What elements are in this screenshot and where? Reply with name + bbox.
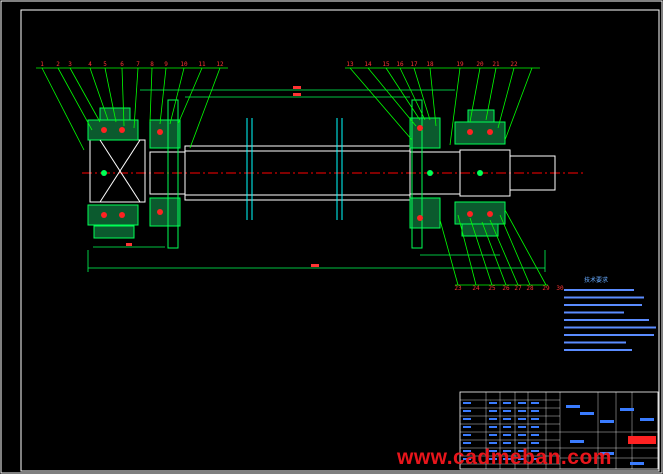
part-number-label: 23	[454, 285, 462, 292]
part-number-label: 1	[40, 61, 44, 68]
part-number-label: 7	[136, 61, 140, 68]
part-number-label: 29	[542, 285, 550, 292]
shaft	[149, 145, 556, 201]
part-number-label: 14	[364, 61, 372, 68]
note-line	[564, 326, 656, 329]
note-line	[564, 304, 642, 306]
leader-lines-bottom-right	[439, 209, 548, 286]
part-number-label: 22	[510, 61, 518, 68]
break-lines	[246, 118, 343, 220]
left-bearing-housing	[87, 99, 181, 249]
note-line	[564, 349, 632, 351]
dimension-lines	[87, 89, 546, 272]
title-block	[459, 391, 659, 470]
part-number-label: 2	[56, 61, 60, 68]
leader-lines-top-right	[345, 67, 540, 146]
title-stamp	[628, 436, 656, 444]
part-number-label: 12	[216, 61, 224, 68]
note-line	[564, 311, 624, 314]
part-number-label: 28	[526, 285, 534, 292]
part-number-label: 8	[150, 61, 154, 68]
part-number-label: 30	[556, 285, 564, 292]
part-number-label: 19	[456, 61, 464, 68]
part-number-label: 6	[120, 61, 124, 68]
part-numbers-top-right: 13 14 15 16 17 18 19 20 21 22	[346, 61, 518, 68]
part-number-label: 24	[472, 285, 480, 292]
note-line	[564, 341, 626, 344]
inner-frame	[20, 9, 660, 472]
part-number-label: 27	[514, 285, 522, 292]
part-number-label: 18	[426, 61, 434, 68]
part-number-label: 25	[488, 285, 496, 292]
note-line	[564, 296, 644, 299]
part-number-label: 17	[410, 61, 418, 68]
part-numbers-bottom-right: 23 24 25 26 27 28 29 30	[454, 285, 564, 292]
part-number-label: 26	[502, 285, 510, 292]
part-number-label: 4	[88, 61, 92, 68]
part-number-label: 9	[164, 61, 168, 68]
note-line	[564, 289, 634, 291]
part-number-label: 15	[382, 61, 390, 68]
part-number-label: 13	[346, 61, 354, 68]
dimension-text-marks	[126, 86, 319, 267]
part-number-label: 10	[180, 61, 188, 68]
leader-lines-top-left	[36, 67, 228, 151]
part-number-label: 11	[198, 61, 206, 68]
part-number-label: 3	[68, 61, 72, 68]
part-number-label: 20	[476, 61, 484, 68]
note-line	[564, 334, 654, 336]
technical-notes: 技术要求	[564, 276, 656, 351]
part-number-label: 21	[492, 61, 500, 68]
notes-lines	[564, 289, 656, 351]
watermark-text: www.cadmeban.com	[397, 446, 612, 469]
note-line	[564, 319, 649, 321]
part-number-label: 5	[103, 61, 107, 68]
part-number-label: 16	[396, 61, 404, 68]
notes-title: 技术要求	[584, 276, 608, 284]
